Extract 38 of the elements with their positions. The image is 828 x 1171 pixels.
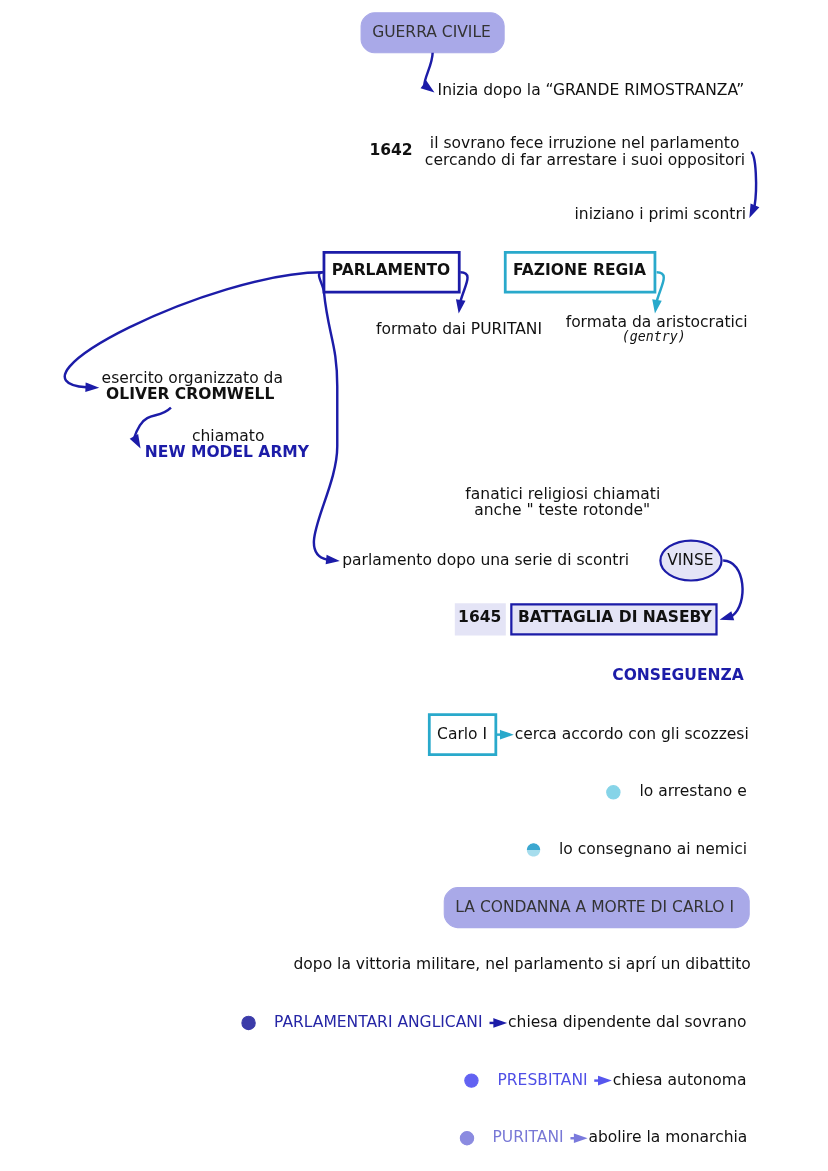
node-text: il sovrano fece irruzione nel parlamento cercando di far arrestare i suoi oppositori [424, 134, 745, 169]
label: fanatici religiosi chiamati anche " teste rotonde" [464, 484, 660, 520]
arrow [63, 271, 323, 393]
node-box: Carlo I [427, 713, 497, 756]
node-box: FAZIONE REGIA [503, 250, 656, 294]
node-ellipse: VINSE [658, 539, 723, 582]
node-text: Inizia dopo la “GRANDE RIMOSTRANZA” [437, 80, 744, 99]
node-text: chiamato NEW MODEL ARMY [144, 427, 309, 461]
node-label: 1642 [368, 141, 413, 160]
node-text: PRESBITANI [496, 1070, 588, 1089]
arrow [455, 271, 469, 314]
node-text: PARLAMENTARI ANGLICANI [273, 1013, 483, 1032]
label: lo consegnano ai nemici [558, 840, 747, 859]
node-text: abolire la monarchia [587, 1128, 747, 1147]
arrow [748, 151, 759, 218]
arrow [719, 559, 744, 621]
node-text: cerca accordo con gli scozzesi [514, 724, 749, 743]
node-text: chiesa autonoma [612, 1070, 746, 1089]
arrow [312, 271, 340, 565]
arrow [129, 406, 172, 449]
node-text: parlamento dopo una serie di scontri [341, 550, 629, 569]
node-text: esercito organizzato da OLIVER CROMWELL [101, 369, 283, 403]
arrow [420, 52, 434, 93]
arrow [593, 1075, 612, 1086]
node-box: PARLAMENTO [322, 250, 461, 294]
node-label: 1645 [457, 608, 501, 627]
node-text: PURITANI [492, 1128, 564, 1147]
node-text: chiesa dipendente dal sovrano [507, 1013, 747, 1032]
arrow [651, 271, 665, 314]
label: dopo la vittoria militare, nel parlamento si aprí un dibattito [292, 955, 751, 974]
label: CONSEGUENZA [611, 665, 744, 684]
node-text: formato dai PURITANI [375, 320, 542, 339]
node-text: iniziano i primi scontri [574, 204, 746, 223]
node-text: formata da aristocratici (gentry) [565, 312, 748, 344]
node-box: LA CONDANNA A MORTE DI CARLO I [443, 887, 750, 929]
arrow [495, 729, 514, 740]
label: lo arrestano e [638, 782, 747, 801]
node-box: GUERRA CIVILE [360, 12, 505, 54]
